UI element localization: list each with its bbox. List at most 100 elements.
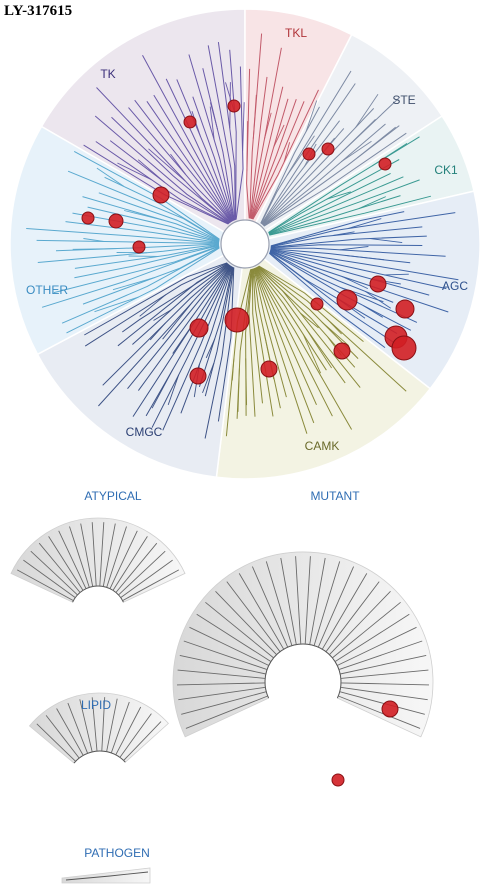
hit-marker-agc xyxy=(336,289,358,311)
wedge-tk xyxy=(40,8,246,246)
lipid-tree-branch xyxy=(119,713,152,758)
group-label-other: OTHER xyxy=(26,283,68,297)
branch-agc xyxy=(270,248,459,281)
branch-cmgc xyxy=(84,262,228,336)
mutant-tree-branch xyxy=(340,669,429,679)
mutant-tree-branch xyxy=(340,654,427,675)
twig-other xyxy=(72,248,118,250)
twig-agc xyxy=(345,254,385,261)
twig-agc xyxy=(332,231,355,236)
hit-marker-agc xyxy=(391,335,417,361)
mutant-tree-branch xyxy=(251,566,289,648)
branch-camk xyxy=(258,265,364,342)
branch-ste xyxy=(262,123,386,226)
group-label-camk: CAMK xyxy=(305,439,340,453)
branch-tk xyxy=(229,49,237,220)
atypical-tree-branch xyxy=(120,559,173,598)
twig-ste xyxy=(305,100,318,132)
branch-agc xyxy=(269,251,418,323)
branch-camk xyxy=(252,268,274,417)
twig-other xyxy=(112,277,155,291)
branch-cmgc xyxy=(137,265,231,391)
branch-other xyxy=(87,206,220,243)
twig-cmgc xyxy=(202,362,215,394)
branch-cmgc xyxy=(84,262,228,347)
branch-camk xyxy=(254,267,315,424)
branch-cmgc xyxy=(132,263,229,345)
branch-camk xyxy=(256,266,346,384)
branch-tk xyxy=(94,115,230,224)
atypical-tree-branch xyxy=(91,522,97,587)
branch-tk xyxy=(109,140,230,224)
mutant-tree-branch xyxy=(181,691,267,715)
twig-ck1 xyxy=(371,143,408,167)
twig-ste xyxy=(286,135,315,176)
branch-camk xyxy=(255,267,353,430)
branch-agc xyxy=(269,252,397,345)
mutant-tree-branch xyxy=(179,654,266,675)
branch-other xyxy=(41,246,220,308)
twig-ste xyxy=(357,126,396,159)
mutant-tree-branch xyxy=(238,573,285,650)
atypical-tree-branch xyxy=(30,550,78,596)
branch-tkl xyxy=(251,98,289,219)
branch-camk xyxy=(248,268,256,417)
branch-camk xyxy=(258,265,407,392)
group-label-cmgc: CMGC xyxy=(126,425,163,439)
mutant-tree-branch xyxy=(338,695,421,729)
mutant-tree-branch xyxy=(339,691,425,715)
branch-ck1 xyxy=(269,195,401,236)
mutant-tree-branch xyxy=(309,557,326,645)
twig-tk xyxy=(137,159,166,183)
branch-cmgc xyxy=(102,264,230,386)
lipid-tree-branch xyxy=(67,702,89,754)
branch-other xyxy=(82,196,220,242)
branch-tkl xyxy=(250,86,284,219)
hit-marker-tk xyxy=(108,213,124,229)
twig-camk xyxy=(237,368,240,412)
atypical-tree-branch xyxy=(106,526,127,588)
group-label-tkl: TKL xyxy=(285,26,307,40)
branch-camk xyxy=(253,268,308,434)
branch-tk xyxy=(128,107,231,223)
lipid-tree-branch xyxy=(110,701,130,754)
twig-cmgc xyxy=(151,369,174,409)
hit-marker-other xyxy=(132,240,146,254)
twig-tk xyxy=(209,102,218,130)
twig-camk xyxy=(306,328,332,369)
tree-root-hub xyxy=(220,219,270,269)
lipid-tree-branch xyxy=(79,699,93,753)
small-trees xyxy=(10,517,434,884)
branch-cmgc xyxy=(145,265,232,417)
atypical-tree-branch xyxy=(48,536,84,591)
branch-cmgc xyxy=(162,266,233,431)
branch-tk xyxy=(165,78,234,222)
branch-ste xyxy=(262,96,401,226)
twig-ck1 xyxy=(358,196,386,209)
twig-other xyxy=(123,210,164,221)
mutant-tree-branch xyxy=(215,590,277,656)
branch-other xyxy=(37,244,220,263)
twig-ste xyxy=(355,94,379,128)
branch-other xyxy=(36,239,220,244)
mutant-tree-branch xyxy=(337,626,417,666)
branch-ste xyxy=(260,70,352,224)
mutant-tree-branch xyxy=(329,590,391,656)
twig-tk xyxy=(191,111,201,137)
mutant-tree-branch xyxy=(265,561,293,646)
atypical-tree-branch xyxy=(122,569,180,601)
mutant-tree-branch xyxy=(189,626,269,666)
twig-tkl xyxy=(264,112,272,140)
branch-tk xyxy=(188,54,235,221)
branch-agc xyxy=(269,250,394,303)
branch-tk xyxy=(153,94,233,222)
group-label-agc: AGC xyxy=(442,279,468,293)
branch-tk xyxy=(142,54,233,222)
branch-tk xyxy=(134,99,232,223)
twig-tkl xyxy=(246,121,249,171)
atypical-tree-branch xyxy=(115,542,158,593)
hit-marker-cmgc xyxy=(189,367,207,385)
branch-other xyxy=(74,245,220,279)
atypical-tree-branch xyxy=(23,559,76,598)
